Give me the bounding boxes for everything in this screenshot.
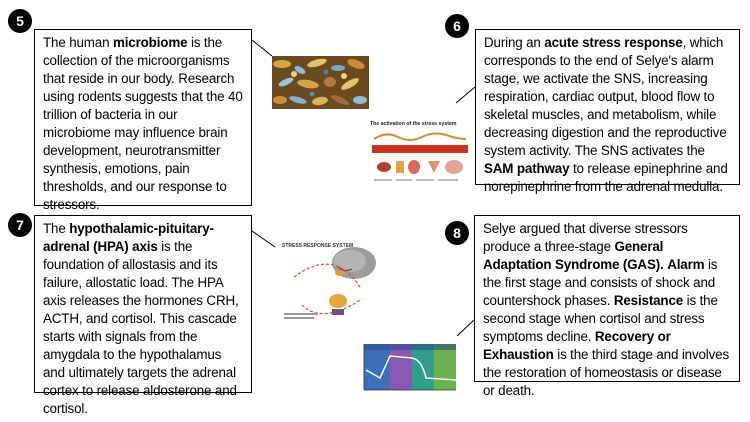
step-number-6: 6	[445, 14, 469, 38]
text-run: to release epinephrine and norepinephrin…	[484, 161, 728, 194]
text-run: is the second stage when cortisol and st…	[483, 293, 718, 344]
term-sam-pathway: SAM pathway	[484, 161, 570, 176]
figure-title: The activation of the stress system	[370, 121, 457, 127]
term-microbiome: microbiome	[112, 35, 188, 50]
text-run: is the first stage and consists of shock…	[483, 257, 718, 308]
connector-5	[251, 39, 273, 57]
microbiome-text-box: The human microbiome is the collection o…	[34, 29, 252, 212]
gas-stages-chart	[356, 340, 460, 396]
text-run: , which corresponds to the end of Selye'…	[484, 35, 727, 158]
term-recovery-exhaustion: Recovery or Exhaustion	[483, 329, 671, 362]
term-gas: General Adaptation Syndrome (GAS).	[483, 239, 664, 272]
text-run: is the foundation of allostasis and its …	[43, 239, 239, 416]
text-run: is the collection of the microorganisms …	[43, 35, 243, 212]
text-run: The human	[43, 35, 113, 50]
gas-text-box: Selye argued that diverse stressors prod…	[474, 215, 740, 398]
term-resistance: Resistance	[613, 293, 684, 308]
text-run: Selye argued that diverse stressors prod…	[483, 221, 688, 254]
acute-stress-text-box: During an acute stress response, which c…	[475, 29, 740, 194]
hpa-stress-response-figure: STRESS RESPONSE SYSTEM	[276, 237, 388, 325]
connector-7	[251, 230, 276, 248]
term-alarm: Alarm	[667, 257, 705, 272]
text-run: is the third stage and involves the rest…	[483, 347, 730, 398]
text-run: The	[43, 221, 70, 236]
connector-8	[456, 319, 475, 337]
connector-6	[455, 86, 476, 104]
step-number-5: 5	[8, 9, 32, 33]
stress-system-activation-figure: The activation of the stress system	[366, 115, 474, 195]
step-number-8: 8	[445, 221, 469, 245]
term-hpa-axis: hypothalamic-pituitary-adrenal (HPA) axi…	[43, 221, 214, 254]
term-acute-stress-response: acute stress response	[544, 35, 683, 50]
microbiome-image	[272, 56, 369, 109]
text-run: During an	[484, 35, 545, 50]
step-number-7: 7	[8, 213, 32, 237]
figure-title: STRESS RESPONSE SYSTEM	[282, 243, 353, 249]
hpa-axis-text-box: The hypothalamic-pituitary-adrenal (HPA)…	[34, 215, 252, 416]
